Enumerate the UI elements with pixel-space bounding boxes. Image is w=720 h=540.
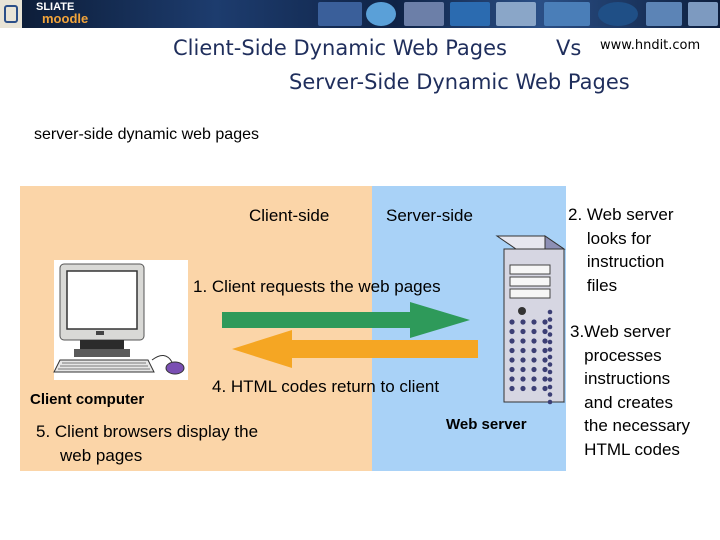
server-vent-dot [548, 400, 553, 405]
web-server-icon [497, 236, 564, 404]
server-vent-dot [520, 348, 525, 353]
response-arrow-icon [232, 330, 478, 368]
server-vent-dot [548, 370, 553, 375]
server-vent-dot [509, 338, 514, 343]
server-vent-dot [548, 310, 553, 315]
request-arrow-icon [222, 302, 470, 338]
server-vent-dot [520, 386, 525, 391]
server-vent-dot [548, 332, 553, 337]
server-vent-dot [548, 347, 553, 352]
client-computer-icon [54, 260, 188, 380]
server-side-label: Server-side [386, 206, 473, 226]
server-vent-dot [520, 319, 525, 324]
step3-note: 3.Web server processes instructions and … [570, 320, 690, 461]
server-vent-dot [548, 385, 553, 390]
server-vent-dot [542, 367, 547, 372]
server-vent-dot [542, 338, 547, 343]
server-vent-dot [509, 357, 514, 362]
server-vent-dot [548, 340, 553, 345]
server-vent-dot [531, 319, 536, 324]
server-vent-dot [509, 329, 514, 334]
server-vent-dot [509, 376, 514, 381]
server-vent-dot [509, 348, 514, 353]
server-vent-dot [548, 355, 553, 360]
step5-label-line1: 5. Client browsers display the [36, 422, 258, 442]
server-vent-dot [548, 392, 553, 397]
server-vent-dot [542, 357, 547, 362]
server-vent-dot [542, 386, 547, 391]
server-vent-dot [520, 367, 525, 372]
server-vent-dot [548, 362, 553, 367]
server-vent-dot [548, 317, 553, 322]
client-side-label: Client-side [249, 206, 329, 226]
server-vent-dot [542, 319, 547, 324]
server-vent-dot [542, 376, 547, 381]
server-vent-dot [531, 376, 536, 381]
server-vent-dot [509, 367, 514, 372]
server-vent-dot [548, 325, 553, 330]
server-vent-dot [509, 386, 514, 391]
server-vent-dot [520, 338, 525, 343]
step5-label-line2: web pages [60, 446, 142, 466]
step4-label: 4. HTML codes return to client [212, 377, 439, 397]
server-vent-dot [520, 329, 525, 334]
client-computer-label: Client computer [30, 391, 144, 408]
server-vent-dot [531, 348, 536, 353]
server-vent-dot [509, 319, 514, 324]
server-vent-dot [531, 386, 536, 391]
server-vent-dot [531, 357, 536, 362]
server-vent-dot [531, 338, 536, 343]
server-vent-dot [531, 329, 536, 334]
step1-label: 1. Client requests the web pages [193, 277, 441, 297]
web-server-label: Web server [446, 416, 527, 433]
step2-note: 2. Web server looks for instruction file… [568, 203, 674, 297]
server-vent-dot [520, 376, 525, 381]
server-vent-dot [520, 357, 525, 362]
server-vent-dot [531, 367, 536, 372]
server-vent-dot [542, 329, 547, 334]
server-vent-dot [548, 377, 553, 382]
server-vent-dot [542, 348, 547, 353]
